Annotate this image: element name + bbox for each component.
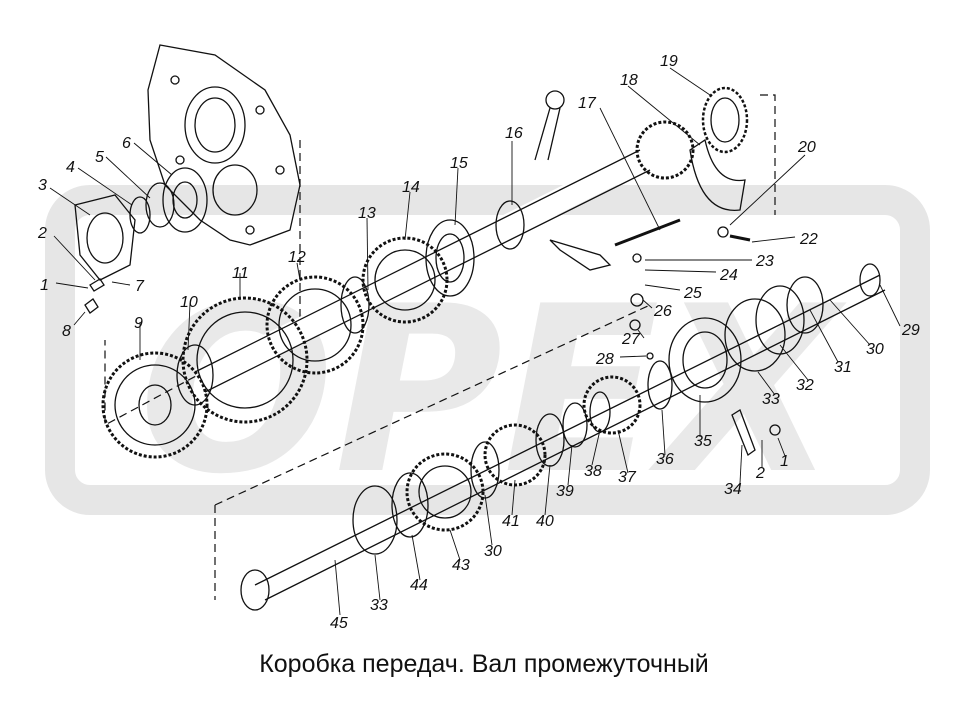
callout-30-lower: 30 [484,543,502,560]
lever-eye [545,90,565,110]
callout-37: 37 [618,469,637,486]
bolt-lower-1 [769,424,781,436]
gear-12 [265,275,365,375]
bearing-cap [74,194,136,281]
callout-3: 3 [38,177,47,194]
ring-33-upper [724,298,786,372]
callout-18: 18 [620,72,638,89]
watermark-frame [45,185,930,515]
callout-26: 26 [653,303,672,320]
bolt-27 [629,319,641,331]
front-bearing [162,167,208,233]
bearing-44 [391,472,429,538]
callout-20: 20 [797,139,816,156]
callout-30-upper: 30 [866,341,884,358]
frame-lower [214,304,651,600]
callout-34: 34 [724,481,742,498]
callout-40: 40 [536,513,554,530]
callout-32: 32 [796,377,814,394]
gear-43 [405,452,485,532]
callout-33-upper: 33 [762,391,780,408]
callout-44: 44 [410,577,428,594]
callout-5: 5 [95,149,104,166]
figure-caption: Коробка передач. Вал промежуточный [259,650,709,678]
nut-21 [717,226,729,238]
synchro-ring-19 [701,86,749,154]
callout-1-lower: 1 [780,453,789,470]
leader-lines [49,67,901,616]
callout-15: 15 [450,155,468,172]
housing-bore [184,86,246,164]
callout-31: 31 [834,359,852,376]
callout-39: 39 [556,483,574,500]
callout-4: 4 [66,159,75,176]
fork-rod [614,218,681,247]
washer-23 [632,253,642,263]
callout-13: 13 [358,205,376,222]
shaft-end-29 [859,263,881,297]
bolt-22 [729,234,751,242]
callout-25: 25 [683,285,702,302]
callout-27: 27 [621,331,641,348]
callout-labels: 1 2 3 4 5 6 7 8 9 10 11 12 13 14 15 16 1… [37,53,920,632]
callout-36: 36 [656,451,674,468]
callout-2: 2 [37,225,47,242]
bearing-15 [425,219,475,297]
callout-7: 7 [135,278,145,295]
spacer-39 [562,402,588,448]
ring-31 [786,276,824,334]
front-cover-group [74,167,208,314]
seal-ring [129,196,151,234]
callout-2-lower: 2 [755,465,765,482]
bolt [89,278,105,292]
callout-45: 45 [330,615,348,632]
gear-9 [101,351,209,459]
callout-41: 41 [502,513,520,530]
callout-35: 35 [694,433,712,450]
ring-33-lower [352,485,398,555]
fork-arm [549,239,612,271]
callout-29: 29 [901,322,920,339]
frame-upper-right [760,94,776,215]
callout-9: 9 [134,315,143,332]
callout-43: 43 [452,557,470,574]
callout-22: 22 [799,231,818,248]
spacer-13 [340,276,370,334]
ball-28 [646,352,654,360]
callout-1: 1 [40,277,49,294]
synchro-35 [668,317,742,403]
callout-17: 17 [578,95,597,112]
lever [534,107,561,161]
gear-10-hub [176,344,214,406]
bolt-2 [84,298,99,314]
ring-32 [755,285,805,355]
callout-16: 16 [505,125,523,142]
callout-33-lower: 33 [370,597,388,614]
callout-6: 6 [122,135,131,152]
gear-end [635,120,695,180]
output-shaft [254,274,886,601]
callout-28: 28 [595,351,614,368]
callout-14: 14 [402,179,420,196]
callout-23: 23 [755,253,774,270]
shift-fork-group [534,86,751,360]
callout-38: 38 [584,463,602,480]
callout-11: 11 [232,265,249,282]
shaft-end-45 [240,569,270,611]
callout-8: 8 [62,323,71,340]
ring-16 [495,200,525,250]
ring-36 [647,360,673,410]
shift-fork [689,138,746,211]
lock-plate-34 [731,409,756,457]
callout-10: 10 [180,294,198,311]
callout-12: 12 [288,249,306,266]
housing-plate [147,44,301,246]
upper-shaft-group [101,120,695,459]
callout-24: 24 [719,267,738,284]
callout-19: 19 [660,53,678,70]
gear-37 [582,375,642,435]
